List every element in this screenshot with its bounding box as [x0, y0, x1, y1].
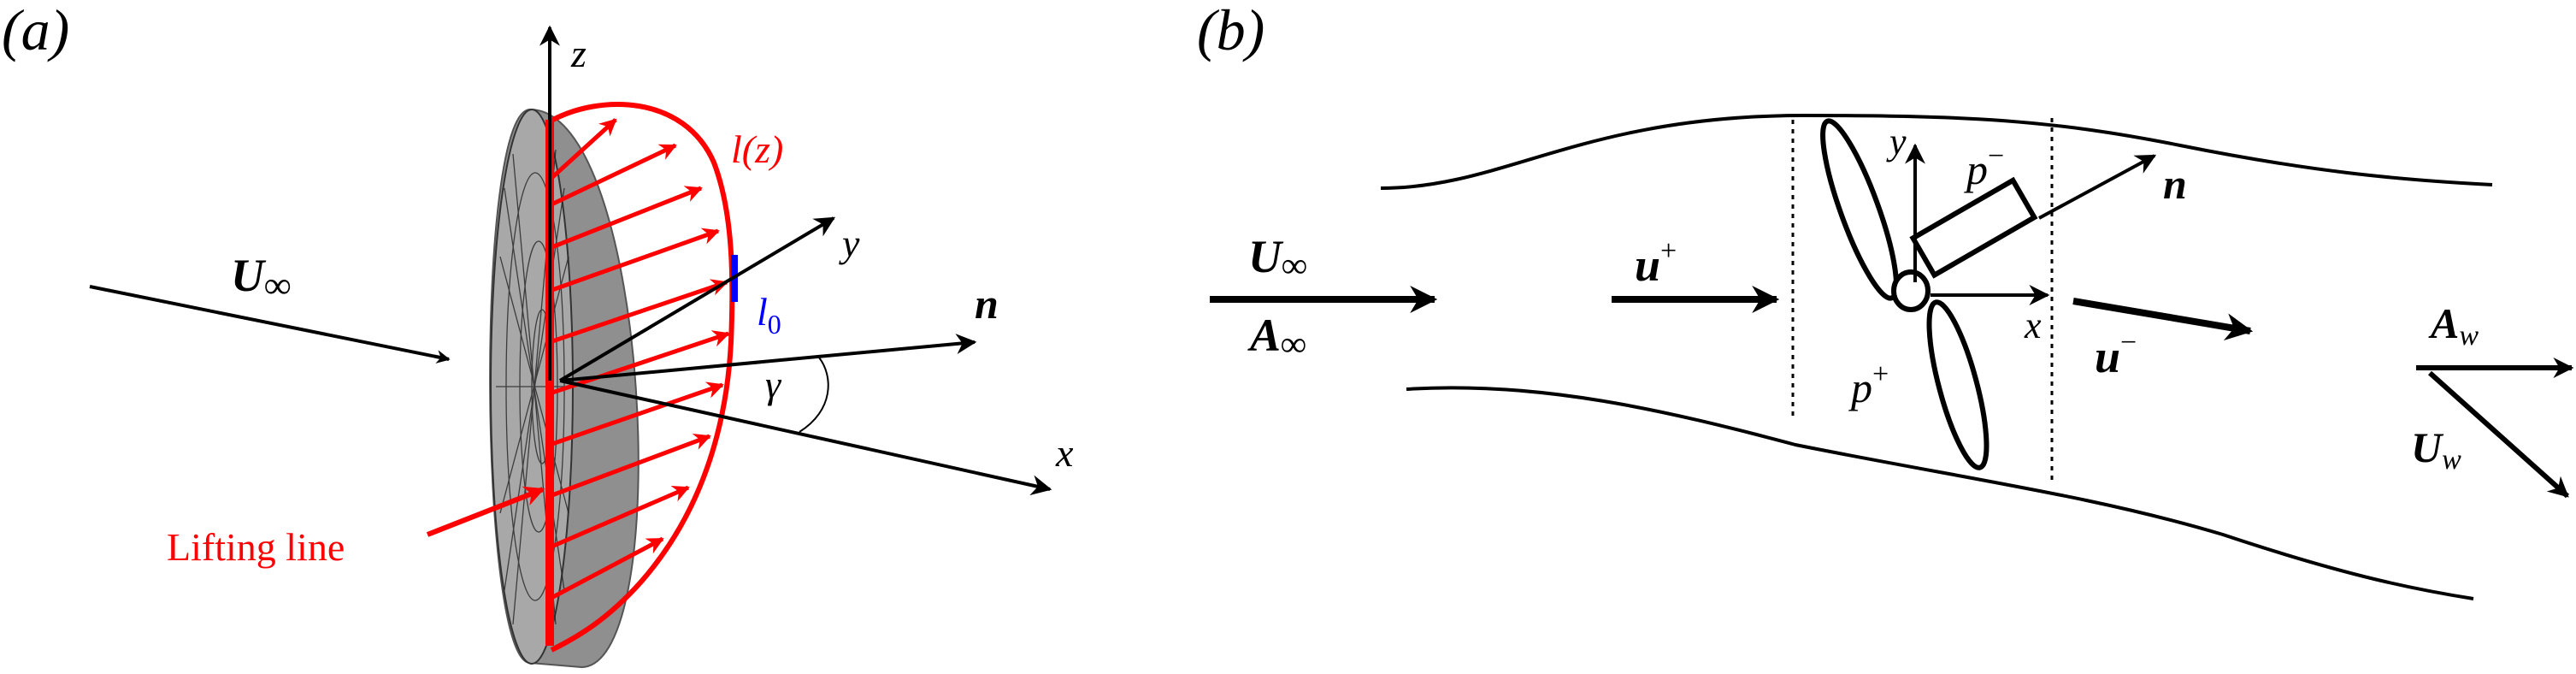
lifting-line-label: Lifting line: [167, 525, 345, 569]
freestream-label: U∞: [231, 250, 291, 306]
panel-a: (a) z y: [2, 0, 1074, 669]
angle-label: γ: [765, 363, 782, 406]
z-axis-label: z: [570, 32, 587, 75]
lift-envelope-curve: [548, 102, 735, 653]
lift-arrow: [549, 186, 703, 251]
downstream-velocity-label: u−: [2095, 327, 2137, 382]
panel-b-label: (b): [1197, 0, 1264, 62]
upstream-velocity-label: u+: [1635, 235, 1677, 291]
turbine-normal: [2038, 154, 2157, 220]
wake-velocity-label: Uw: [2411, 423, 2461, 476]
lift-arrow: [549, 228, 720, 293]
lift-arrow: [548, 536, 664, 601]
panel-a-label: (a): [2, 0, 69, 62]
downstream-pressure-label: p−: [1964, 140, 2004, 193]
lift-distribution-label: l(z): [731, 127, 783, 171]
normal-label: n: [975, 280, 999, 328]
lifting-line-pointer: [426, 486, 545, 537]
hub: [1891, 269, 1931, 312]
freestream-velocity-label: U∞: [1248, 231, 1307, 286]
normal-vector: [559, 334, 977, 382]
x-axis: [559, 379, 1052, 496]
lift-arrow: [548, 118, 617, 181]
upstream-pressure-label: p+: [1848, 358, 1889, 411]
lift-arrow: [548, 143, 677, 208]
upper-blade: [1820, 118, 1899, 301]
angle-arc: [799, 357, 829, 433]
lift-arrow: [549, 279, 728, 345]
turbine-x-label: x: [2024, 304, 2042, 346]
wake-velocity-arrow: [2428, 370, 2569, 499]
lift-arrow: [549, 433, 711, 499]
downstream-velocity-arrow: [2072, 298, 2254, 340]
lift-arrow: [549, 485, 690, 550]
x-axis-label: x: [1055, 431, 1074, 475]
nacelle: [1909, 176, 2038, 279]
wind-turbine: [1820, 118, 2038, 470]
lift-arrow: [549, 381, 724, 447]
turbine-normal-label: n: [2163, 160, 2187, 208]
lower-blade: [1926, 299, 1989, 470]
lower-streamtube-boundary: [1406, 386, 2474, 600]
turbine-y-label: y: [1886, 121, 1907, 163]
y-axis: [558, 216, 836, 382]
panel-b: (b) y x n p− p+ U∞ A∞ u+ u− Aw Uw: [1197, 0, 2574, 600]
y-axis-label: y: [839, 222, 860, 265]
freestream-area-label: A∞: [1247, 310, 1306, 364]
lift-reference-label: l0: [757, 290, 781, 340]
wake-area-label: Aw: [2428, 299, 2479, 352]
freestream-arrow: [89, 285, 451, 364]
upper-streamtube-boundary: [1380, 113, 2493, 190]
